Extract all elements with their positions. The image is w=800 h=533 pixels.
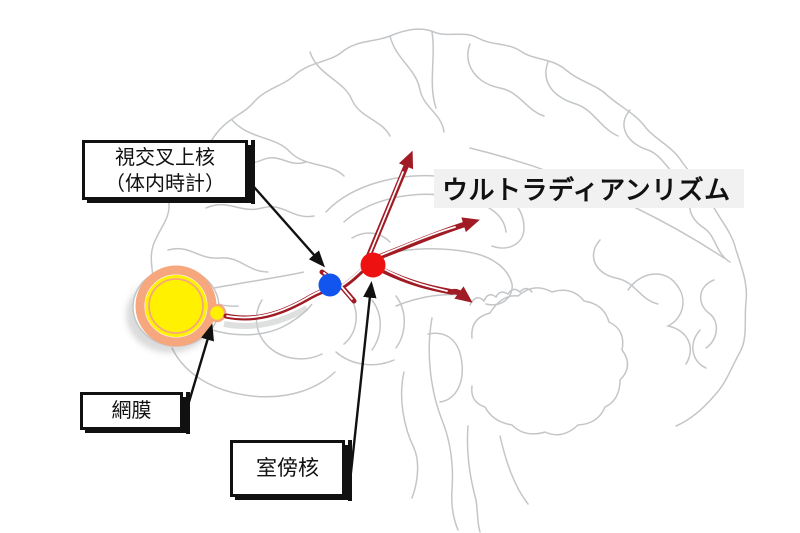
gyrus-line <box>545 61 619 137</box>
fornix-line <box>351 232 391 243</box>
eye-group <box>126 265 313 353</box>
pvn-dot <box>360 252 386 278</box>
brainstem-left-edge <box>428 317 459 531</box>
pons-outline <box>427 332 463 403</box>
ultradian-arrow-lower-right-core <box>378 265 448 292</box>
thalamus-outline <box>367 247 513 306</box>
spinal-line <box>499 435 529 505</box>
gyrus-line <box>205 203 315 218</box>
temporal-ear-curve <box>627 273 691 365</box>
scn-dot <box>318 273 342 297</box>
optic-sheath-top <box>213 271 305 289</box>
occipital-inner-line <box>592 239 659 305</box>
gyrus-line <box>231 119 345 177</box>
gyrus-line <box>692 329 707 369</box>
retina-inner-ring <box>148 278 204 334</box>
ultradian-arrow-lower-right <box>375 265 473 303</box>
retina-label: 網膜 <box>111 400 152 422</box>
ultradian-arrow-upper-right <box>376 217 480 260</box>
optic-sheath-shadow <box>223 305 309 329</box>
scn-label-line1: 視交叉上核 <box>115 147 215 169</box>
brainstem-right-edge <box>466 425 481 533</box>
gyrus-line <box>700 279 718 349</box>
retina-label-box: 網膜 <box>80 392 190 434</box>
gyrus-line <box>467 43 545 117</box>
stalk-line <box>400 371 419 499</box>
cerebellum-top-squiggle <box>469 287 533 306</box>
tentorium-line <box>395 293 469 307</box>
midbrain-line <box>395 295 405 349</box>
scn-pointer-arrow <box>253 186 326 268</box>
optic-sheath-bottom <box>211 303 313 336</box>
ultradian-arrow-up-core <box>367 171 404 259</box>
brain-outline <box>148 28 748 533</box>
cerebellum-outline <box>471 287 629 436</box>
hypothalamus-line <box>371 299 381 351</box>
pvn-label: 室傍核 <box>256 457 319 480</box>
temporal-lobe-outline <box>171 347 336 398</box>
diagram-title: ウルトラディアンリズム <box>442 175 731 205</box>
gyrus-line <box>167 247 269 273</box>
gyrus-line <box>389 35 445 133</box>
ultradian-arrows <box>364 150 480 303</box>
scn-label-line2: （体内時計） <box>105 173 225 195</box>
scn-label-box: 視交叉上核 （体内時計） <box>82 140 255 204</box>
optic-disc <box>207 303 227 323</box>
pvn-label-box: 室傍核 <box>230 440 352 501</box>
uncus-line <box>255 299 323 360</box>
uncus-line <box>335 351 395 366</box>
optic-nerve <box>223 265 368 321</box>
ultradian-arrow-upper-right-core <box>379 226 456 257</box>
gyrus-line <box>309 51 391 137</box>
gyrus-line <box>431 31 437 109</box>
title-highlight-band: ウルトラディアンリズム <box>434 169 744 208</box>
hypothalamus-line <box>343 299 357 345</box>
retina-fill <box>145 275 207 337</box>
